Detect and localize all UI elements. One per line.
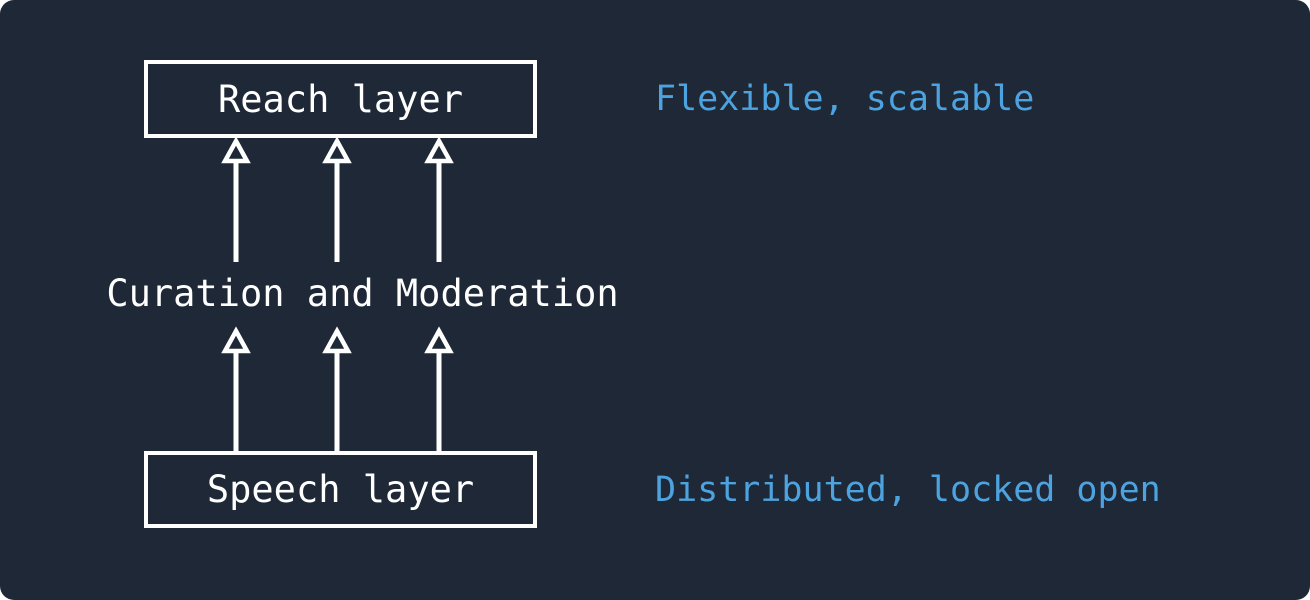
reach-layer-label: Reach layer: [217, 77, 464, 121]
connector-arrow-lower-1: [221, 326, 251, 452]
reach-layer-box: Reach layer: [144, 60, 537, 138]
reach-layer-annotation: Flexible, scalable: [655, 79, 1035, 119]
speech-layer-label: Speech layer: [206, 468, 475, 511]
connector-arrow-upper-1: [221, 136, 251, 262]
connector-arrow-lower-3: [424, 326, 454, 452]
speech-layer-box: Speech layer: [144, 451, 537, 528]
connector-arrow-lower-2: [322, 326, 352, 452]
curation-moderation-label: Curation and Moderation: [106, 272, 619, 315]
connector-arrow-upper-2: [322, 136, 352, 262]
connector-arrow-upper-3: [424, 136, 454, 262]
speech-layer-annotation: Distributed, locked open: [655, 470, 1161, 510]
